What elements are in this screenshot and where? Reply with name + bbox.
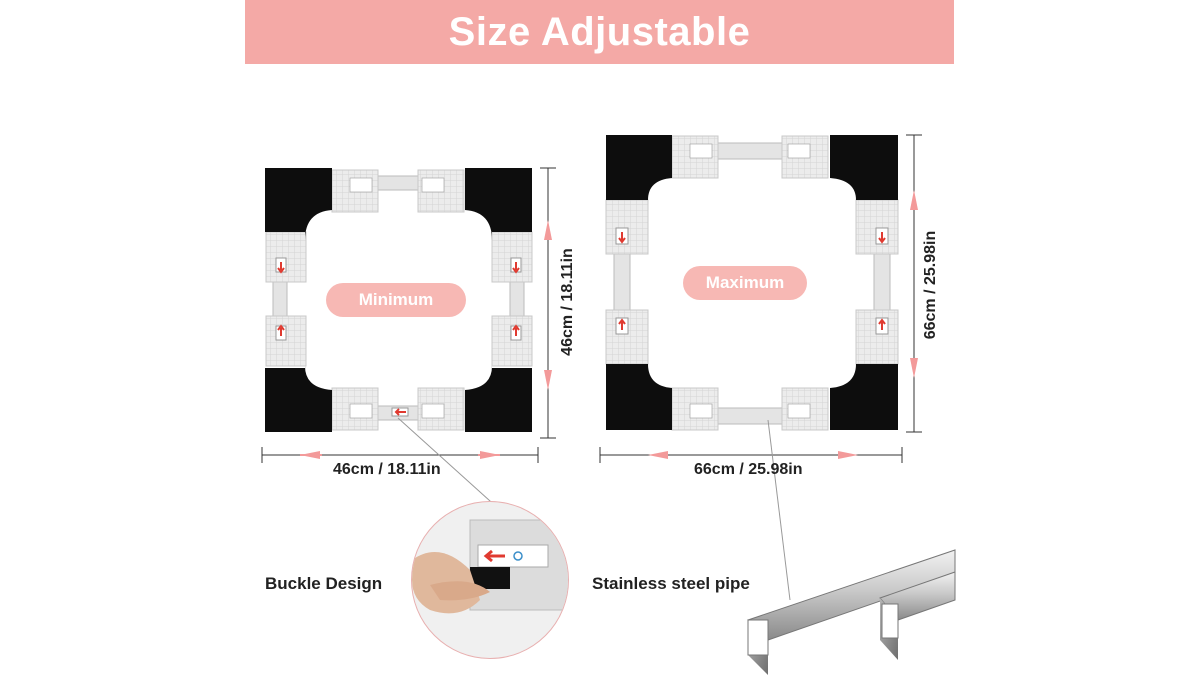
buckle-design-label: Buckle Design bbox=[265, 574, 383, 593]
min-foot-tr bbox=[465, 168, 532, 240]
minimum-label: Minimum bbox=[358, 290, 434, 309]
maximum-label: Maximum bbox=[705, 273, 785, 292]
stainless-pipe-label: Stainless steel pipe bbox=[592, 574, 750, 593]
min-foot-bl bbox=[265, 366, 332, 432]
min-height-label: 46cm / 18.11in bbox=[559, 248, 576, 356]
min-height-dimension bbox=[540, 167, 556, 439]
max-foot-tl bbox=[606, 135, 672, 200]
banner-title: Size Adjustable bbox=[448, 9, 751, 54]
max-foot-bl bbox=[606, 364, 672, 430]
minimum-frame bbox=[265, 168, 533, 432]
min-right-bar bbox=[509, 281, 525, 317]
max-foot-br bbox=[830, 364, 898, 430]
min-foot-tl bbox=[265, 168, 332, 240]
buckle-closeup bbox=[411, 501, 569, 659]
minimum-pill: Minimum bbox=[326, 283, 466, 317]
title-banner: Size Adjustable bbox=[245, 0, 954, 64]
maximum-pill: Maximum bbox=[683, 266, 807, 300]
max-width-label: 66cm / 25.98in bbox=[694, 461, 803, 478]
buckle-leader-line bbox=[397, 417, 501, 511]
steel-pipe-illustration bbox=[747, 549, 956, 675]
min-foot-br bbox=[465, 366, 532, 432]
max-height-label: 66cm / 25.98in bbox=[922, 230, 939, 340]
min-width-label: 46cm / 18.11in bbox=[333, 461, 441, 478]
maximum-frame bbox=[605, 135, 899, 431]
min-left-bar bbox=[272, 281, 288, 317]
pipe-leader-line bbox=[767, 419, 791, 601]
min-top-bar bbox=[377, 175, 419, 191]
max-width-dimension bbox=[599, 447, 903, 463]
max-height-dimension bbox=[906, 134, 922, 433]
min-width-dimension bbox=[261, 447, 539, 463]
max-foot-tr bbox=[830, 135, 898, 200]
